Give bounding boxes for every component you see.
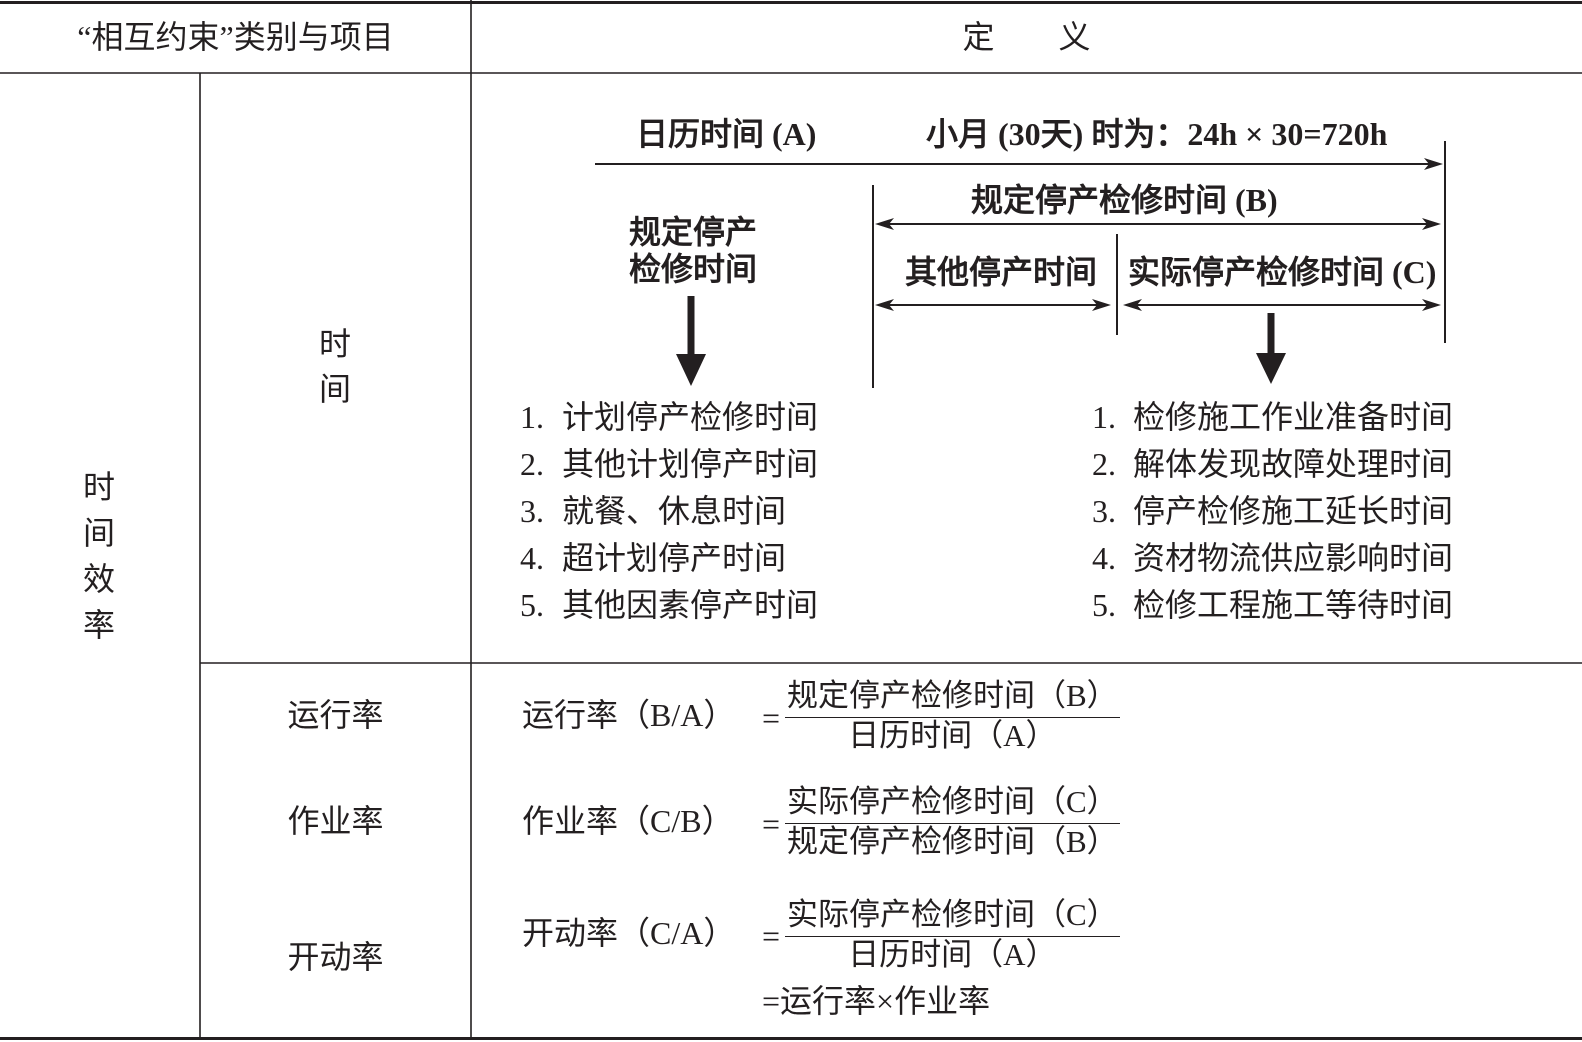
- list-item: 4. 资材物流供应影响时间: [1092, 535, 1453, 582]
- calendar-time-note: 小月 (30天) 时为：24h × 30=720h: [926, 116, 1388, 152]
- list-item-number: 2.: [520, 446, 544, 482]
- list-item-number: 1.: [1092, 399, 1116, 435]
- actual-breakdown-down-arrow-shaft: [1267, 313, 1275, 357]
- utilization-rate-fraction: 实际停产检修时间（C） 日历时间（A）: [785, 897, 1120, 972]
- other-shutdown-left-arrowhead: [875, 299, 894, 311]
- scheduled-breakdown-down-arrowhead: [676, 354, 706, 386]
- list-item-text: 其他因素停产时间: [562, 587, 819, 623]
- list-item-text: 解体发现故障处理时间: [1133, 446, 1454, 482]
- list-item: 4. 超计划停产时间: [520, 535, 818, 582]
- scheduled-breakdown-list: 1. 计划停产检修时间 2. 其他计划停产时间 3. 就餐、休息时间 4. 超计划停产时…: [520, 394, 818, 629]
- rate-name-operating: 运行率: [287, 697, 384, 733]
- list-item: 5. 检修工程施工等待时间: [1092, 582, 1453, 629]
- work-rate-formula-label: 作业率（C/B）: [522, 803, 734, 839]
- list-item: 2. 其他计划停产时间: [520, 441, 818, 488]
- utilization-rate-equals: =: [762, 918, 781, 954]
- list-item-number: 3.: [520, 493, 544, 529]
- operating-rate-equals: =: [762, 700, 781, 736]
- list-item-number: 1.: [520, 399, 544, 435]
- list-item-number: 5.: [520, 587, 544, 623]
- category-label-time-efficiency: 时间效率: [82, 469, 115, 643]
- operating-rate-fraction: 规定停产检修时间（B） 日历时间（A）: [785, 678, 1120, 753]
- subcategory-label-time: 时间: [318, 326, 351, 407]
- list-item-text: 停产检修施工延长时间: [1133, 493, 1454, 529]
- fraction-denominator: 规定停产检修时间（B）: [787, 824, 1118, 859]
- fraction-bar: [785, 936, 1120, 937]
- fraction-numerator: 规定停产检修时间（B）: [787, 678, 1118, 713]
- fraction-bar: [785, 717, 1120, 718]
- list-item: 5. 其他因素停产时间: [520, 582, 818, 629]
- actual-breakdown-down-arrowhead: [1256, 353, 1286, 384]
- work-rate-fraction: 实际停产检修时间（C） 规定停产检修时间（B）: [785, 784, 1120, 859]
- list-item-number: 4.: [1092, 540, 1116, 576]
- list-item-text: 计划停产检修时间: [562, 399, 819, 435]
- operating-rate-formula-label: 运行率（B/A）: [522, 697, 736, 733]
- header-category-label: “相互约束”类别与项目: [77, 19, 394, 55]
- list-item: 1. 检修施工作业准备时间: [1092, 394, 1453, 441]
- calendar-time-arrowhead: [1424, 158, 1443, 170]
- actual-breakdown-list: 1. 检修施工作业准备时间 2. 解体发现故障处理时间 3. 停产检修施工延长时间 4…: [1092, 394, 1453, 629]
- rate-name-utilization: 开动率: [287, 939, 384, 975]
- list-item-text: 就餐、休息时间: [562, 493, 787, 529]
- work-rate-equals: =: [762, 806, 781, 842]
- actual-maintenance-left-arrowhead: [1123, 299, 1142, 311]
- calendar-time-label: 日历时间 (A): [636, 116, 817, 152]
- list-item-number: 5.: [1092, 587, 1116, 623]
- header-definition-label: 定 义: [962, 19, 1091, 55]
- fraction-denominator: 日历时间（A）: [848, 937, 1057, 972]
- list-item: 2. 解体发现故障处理时间: [1092, 441, 1453, 488]
- utilization-rate-identity: =运行率×作业率: [762, 983, 991, 1019]
- list-item-text: 资材物流供应影响时间: [1133, 540, 1454, 576]
- utilization-rate-formula-label: 开动率（C/A）: [522, 915, 736, 951]
- actual-maintenance-label: 实际停产检修时间 (C): [1128, 254, 1437, 290]
- list-item-number: 4.: [520, 540, 544, 576]
- list-item: 3. 就餐、休息时间: [520, 488, 818, 535]
- scheduled-time-right-arrowhead: [1422, 218, 1441, 230]
- scheduled-breakdown-title-line-1: 规定停产: [629, 214, 758, 250]
- list-item: 3. 停产检修施工延长时间: [1092, 488, 1453, 535]
- scheduled-time-label: 规定停产检修时间 (B): [971, 182, 1278, 218]
- scheduled-breakdown-down-arrow-shaft: [687, 296, 695, 358]
- list-item-text: 检修工程施工等待时间: [1133, 587, 1454, 623]
- fraction-bar: [785, 823, 1120, 824]
- scheduled-time-left-arrowhead: [875, 218, 894, 230]
- list-item: 1. 计划停产检修时间: [520, 394, 818, 441]
- other-shutdown-label: 其他停产时间: [905, 254, 1098, 290]
- rate-name-work: 作业率: [287, 803, 384, 839]
- list-item-text: 检修施工作业准备时间: [1133, 399, 1454, 435]
- list-item-text: 其他计划停产时间: [562, 446, 819, 482]
- list-item-text: 超计划停产时间: [562, 540, 787, 576]
- list-item-number: 3.: [1092, 493, 1116, 529]
- actual-maintenance-right-arrowhead: [1422, 299, 1441, 311]
- list-item-number: 2.: [1092, 446, 1116, 482]
- fraction-numerator: 实际停产检修时间（C）: [787, 897, 1118, 932]
- other-shutdown-right-arrowhead: [1092, 299, 1111, 311]
- scheduled-breakdown-title-line-2: 检修时间: [629, 251, 758, 287]
- fraction-denominator: 日历时间（A）: [848, 718, 1057, 753]
- fraction-numerator: 实际停产检修时间（C）: [787, 784, 1118, 819]
